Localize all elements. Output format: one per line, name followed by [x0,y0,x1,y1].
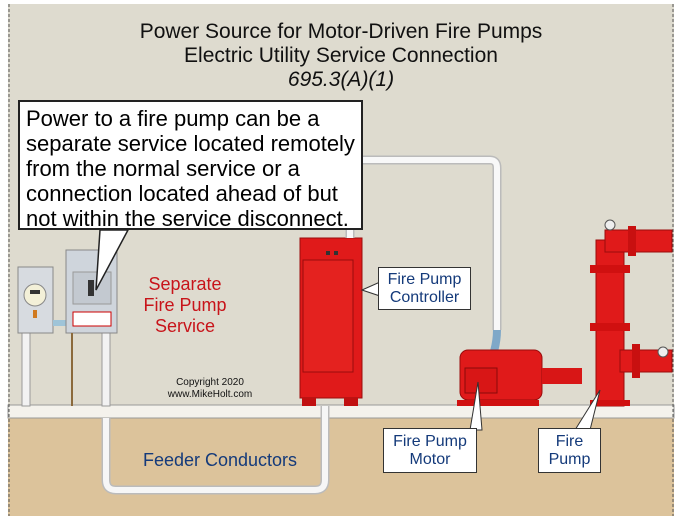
copyright-year: Copyright 2020 [176,377,244,388]
title-line-1: Power Source for Motor-Driven Fire Pumps [139,20,543,43]
motor-label-line-2: Motor [409,451,451,468]
fire-pump-motor [457,349,582,406]
copyright-url: www.MikeHolt.com [167,389,253,400]
floor-slab [7,404,675,419]
pump-label-line-1: Fire [555,433,584,450]
copyright: Copyright 2020 www.MikeHolt.com [150,377,270,401]
fire-pump [590,219,673,407]
service-line-2: Fire Pump [143,295,227,315]
utility-meter [17,266,66,407]
fire-pump-controller [299,237,363,406]
service-line-1: Separate [148,274,222,294]
motor-label: Fire Pump Motor [383,428,477,473]
controller-label: Fire Pump Controller [378,267,471,310]
feeder-conductors-label: Feeder Conductors [142,450,298,470]
callout-box: Power to a fire pump can be a separate s… [18,100,363,231]
controller-label-line-2: Controller [389,289,460,306]
separate-service-label: Separate Fire Pump Service [120,274,250,337]
pump-label-line-2: Pump [548,451,591,468]
service-line-3: Service [154,316,216,336]
title-line-2: Electric Utility Service Connection [184,44,498,67]
controller-label-line-1: Fire Pump [387,271,462,288]
motor-label-line-1: Fire Pump [393,433,467,450]
fire-pump-disconnect [65,249,118,407]
pump-label: Fire Pump [538,428,601,473]
title-code-reference: 695.3(A)(1) [287,68,395,91]
